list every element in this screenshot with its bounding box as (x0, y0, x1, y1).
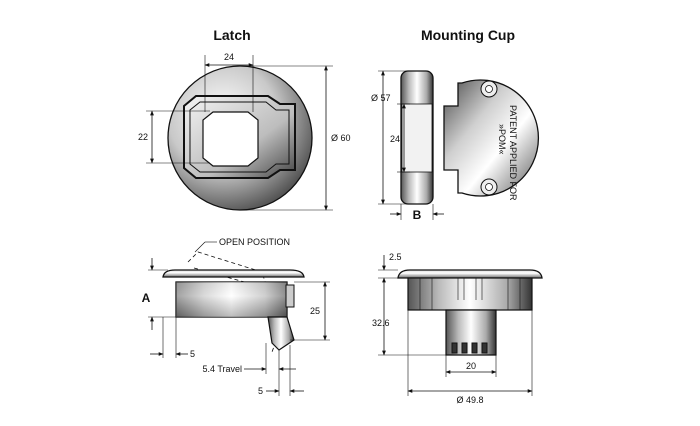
cup-disc (443, 79, 539, 197)
core-width-label: 20 (466, 361, 476, 371)
b-label: B (413, 208, 422, 222)
cup-flange-core (401, 103, 433, 173)
latch-top-view: 24 22 Ø 60 (138, 52, 351, 211)
dim-width-label: 24 (224, 52, 234, 62)
cup-side-flange (397, 269, 543, 279)
mounting-cup-title: Mounting Cup (421, 27, 515, 43)
latch-opening (202, 111, 259, 167)
depth-label: 32.6 (372, 318, 390, 328)
latch-side-view: OPEN POSITION A 5 25 5.4 Travel (142, 237, 330, 396)
open-position-label: OPEN POSITION (219, 237, 290, 247)
cup-height-label: 24 (390, 134, 400, 144)
open-position-leader (194, 241, 206, 253)
cup-side-view: 2.5 32.6 20 Ø 49.8 (372, 252, 543, 405)
a-label: A (142, 291, 151, 305)
latch-tongue (267, 316, 295, 351)
embossed-text-1: PATENT APPLIED FOR (508, 105, 518, 201)
cup-side-diameter-label: Ø 49.8 (456, 395, 483, 405)
latch-title: Latch (213, 27, 250, 43)
rim-label: 2.5 (389, 252, 402, 262)
dim-height-label: 22 (138, 132, 148, 142)
latch-flange (162, 269, 305, 278)
dim-diameter-label: Ø 60 (331, 133, 351, 143)
cup-diameter-label: Ø 57 (371, 93, 391, 103)
tongue-label: 5 (258, 386, 263, 396)
height-25-label: 25 (310, 306, 320, 316)
latch-plate-inner (189, 101, 290, 173)
cup-top-view: PATENT APPLIED FOR »POM« Ø 57 24 B (371, 70, 539, 222)
cup-side-body (407, 277, 533, 311)
travel-label: 5.4 Travel (202, 364, 242, 374)
left-offset-label: 5 (190, 349, 195, 359)
embossed-text-2: »POM« (497, 124, 507, 155)
